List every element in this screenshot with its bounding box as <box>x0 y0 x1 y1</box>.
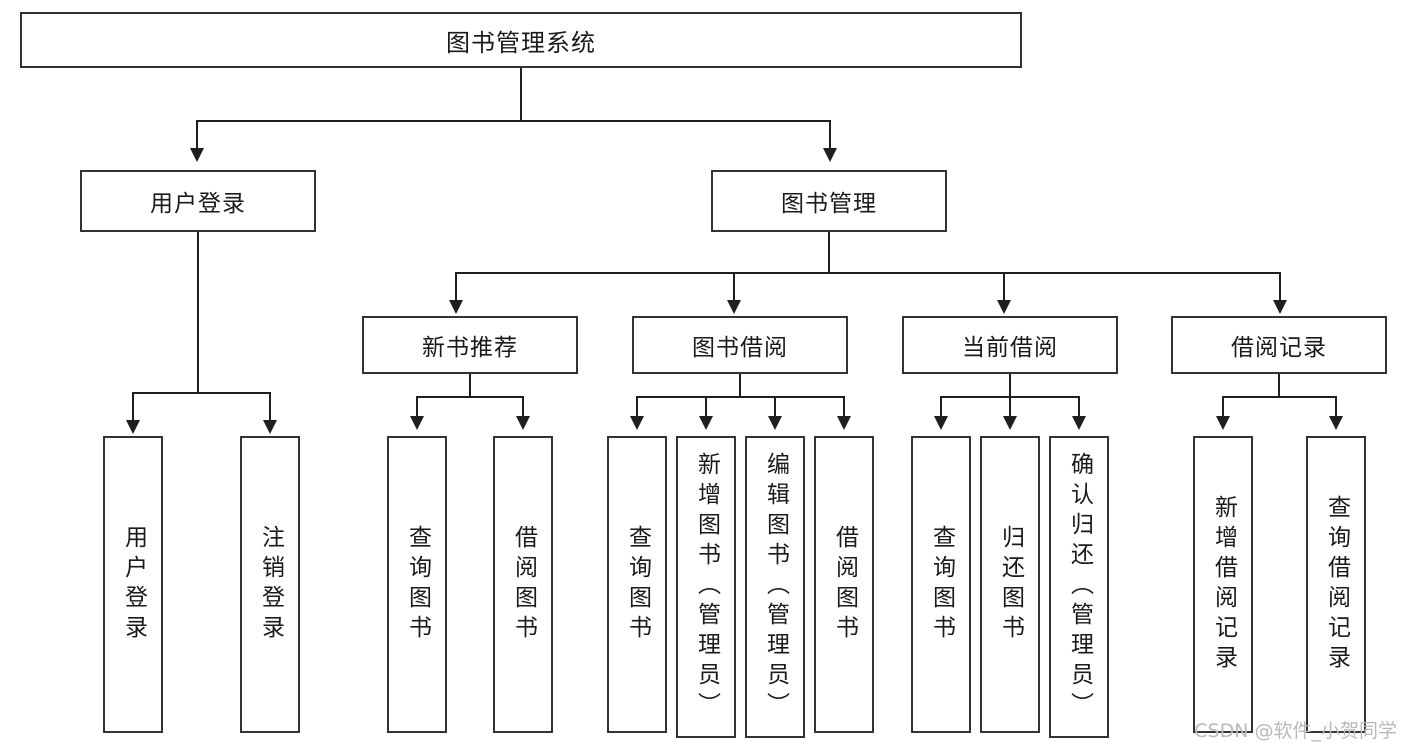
leaf-label: 查询图书 <box>624 524 651 645</box>
connector-current-to-leaf-2 <box>1009 396 1011 418</box>
node-current-borrow[interactable]: 当前借阅 <box>902 316 1118 374</box>
node-label: 图书管理 <box>781 191 877 217</box>
arrow-bookmgmt-to-c1 <box>449 300 463 314</box>
arrow-borrow-to-leaf-2 <box>699 416 713 430</box>
leaf-logout[interactable]: 注销登录 <box>240 436 300 733</box>
leaf-label: 编辑图书（管理员） <box>762 452 789 722</box>
node-new-book-recommend[interactable]: 新书推荐 <box>362 316 578 374</box>
connector-recommend-bus <box>416 396 523 398</box>
leaf-borrow-borrow-book[interactable]: 借阅图书 <box>814 436 874 733</box>
connector-borrow-to-leaf-1 <box>636 396 638 418</box>
connector-root-to-login <box>196 120 198 150</box>
connector-login-stem <box>197 232 199 392</box>
arrow-login-to-leaf-2 <box>263 420 277 434</box>
connector-current-stem <box>1009 374 1011 396</box>
connector-recommend-stem <box>469 374 471 396</box>
leaf-label: 查询图书 <box>404 524 431 645</box>
arrow-root-to-login <box>190 148 204 162</box>
leaf-label: 借阅图书 <box>510 524 537 645</box>
connector-borrow-stem <box>739 374 741 396</box>
arrow-bookmgmt-to-c4 <box>1273 300 1287 314</box>
node-book-management[interactable]: 图书管理 <box>711 170 947 232</box>
connector-root-bus <box>197 120 831 122</box>
arrow-root-to-bookmgmt <box>823 148 837 162</box>
connector-borrow-bus <box>636 396 844 398</box>
leaf-label: 查询借阅记录 <box>1323 494 1350 675</box>
node-label: 当前借阅 <box>962 335 1058 361</box>
node-label: 用户登录 <box>150 191 246 217</box>
leaf-borrow-query-book[interactable]: 查询图书 <box>607 436 667 733</box>
node-book-borrow[interactable]: 图书借阅 <box>632 316 848 374</box>
node-user-login[interactable]: 用户登录 <box>80 170 316 232</box>
connector-bookmgmt-to-c4 <box>1279 272 1281 302</box>
connector-record-to-leaf-2 <box>1335 396 1337 418</box>
arrow-borrow-to-leaf-3 <box>768 416 782 430</box>
connector-login-to-leaf-1 <box>132 392 134 422</box>
connector-current-to-leaf-3 <box>1078 396 1080 418</box>
watermark: CSDN @软件_小贺同学 <box>1194 720 1397 742</box>
connector-root-to-bookmgmt <box>829 120 831 150</box>
leaf-label: 借阅图书 <box>831 524 858 645</box>
node-label: 借阅记录 <box>1231 335 1327 361</box>
arrow-bookmgmt-to-c3 <box>997 300 1011 314</box>
arrow-recommend-to-leaf-2 <box>516 416 530 430</box>
leaf-recommend-query-book[interactable]: 查询图书 <box>387 436 447 733</box>
connector-bookmgmt-to-c1 <box>455 272 457 302</box>
node-label: 新书推荐 <box>422 335 518 361</box>
connector-current-to-leaf-1 <box>940 396 942 418</box>
connector-record-stem <box>1278 374 1280 396</box>
connector-recommend-to-leaf-1 <box>416 396 418 418</box>
connector-record-bus <box>1222 396 1335 398</box>
connector-borrow-to-leaf-4 <box>843 396 845 418</box>
connector-root-stem <box>520 68 522 120</box>
connector-record-to-leaf-1 <box>1222 396 1224 418</box>
leaf-label: 查询图书 <box>928 524 955 645</box>
arrow-current-to-leaf-3 <box>1072 416 1086 430</box>
arrow-borrow-to-leaf-4 <box>837 416 851 430</box>
node-label: 图书借阅 <box>692 335 788 361</box>
node-label: 图书管理系统 <box>446 28 596 57</box>
leaf-borrow-add-book-admin[interactable]: 新增图书（管理员） <box>676 436 736 738</box>
leaf-borrow-edit-book-admin[interactable]: 编辑图书（管理员） <box>745 436 805 738</box>
connector-login-bus <box>132 392 271 394</box>
leaf-record-query-record[interactable]: 查询借阅记录 <box>1306 436 1366 733</box>
leaf-user-login[interactable]: 用户登录 <box>103 436 163 733</box>
arrow-login-to-leaf-1 <box>126 420 140 434</box>
arrow-borrow-to-leaf-1 <box>630 416 644 430</box>
connector-recommend-to-leaf-2 <box>522 396 524 418</box>
connector-borrow-to-leaf-2 <box>705 396 707 418</box>
arrow-record-to-leaf-2 <box>1329 416 1343 430</box>
leaf-current-confirm-return-admin[interactable]: 确认归还（管理员） <box>1049 436 1109 738</box>
arrow-record-to-leaf-1 <box>1216 416 1230 430</box>
leaf-label: 确认归还（管理员） <box>1066 452 1093 722</box>
node-root-system[interactable]: 图书管理系统 <box>20 12 1022 68</box>
connector-borrow-to-leaf-3 <box>774 396 776 418</box>
leaf-label: 用户登录 <box>120 524 147 645</box>
connector-bookmgmt-to-c3 <box>1003 272 1005 302</box>
leaf-recommend-borrow-book[interactable]: 借阅图书 <box>493 436 553 733</box>
leaf-current-return-book[interactable]: 归还图书 <box>980 436 1040 733</box>
leaf-record-add-record[interactable]: 新增借阅记录 <box>1193 436 1253 733</box>
leaf-label: 新增图书（管理员） <box>693 452 720 722</box>
connector-bookmgmt-to-c2 <box>733 272 735 302</box>
connector-login-to-leaf-2 <box>269 392 271 422</box>
arrow-recommend-to-leaf-1 <box>410 416 424 430</box>
connector-bookmgmt-stem <box>828 232 830 272</box>
leaf-label: 新增借阅记录 <box>1210 494 1237 675</box>
leaf-current-query-book[interactable]: 查询图书 <box>911 436 971 733</box>
arrow-current-to-leaf-1 <box>934 416 948 430</box>
node-borrow-record[interactable]: 借阅记录 <box>1171 316 1387 374</box>
connector-bookmgmt-bus <box>455 272 1280 274</box>
leaf-label: 归还图书 <box>997 524 1024 645</box>
arrow-current-to-leaf-2 <box>1003 416 1017 430</box>
leaf-label: 注销登录 <box>257 524 284 645</box>
arrow-bookmgmt-to-c2 <box>727 300 741 314</box>
